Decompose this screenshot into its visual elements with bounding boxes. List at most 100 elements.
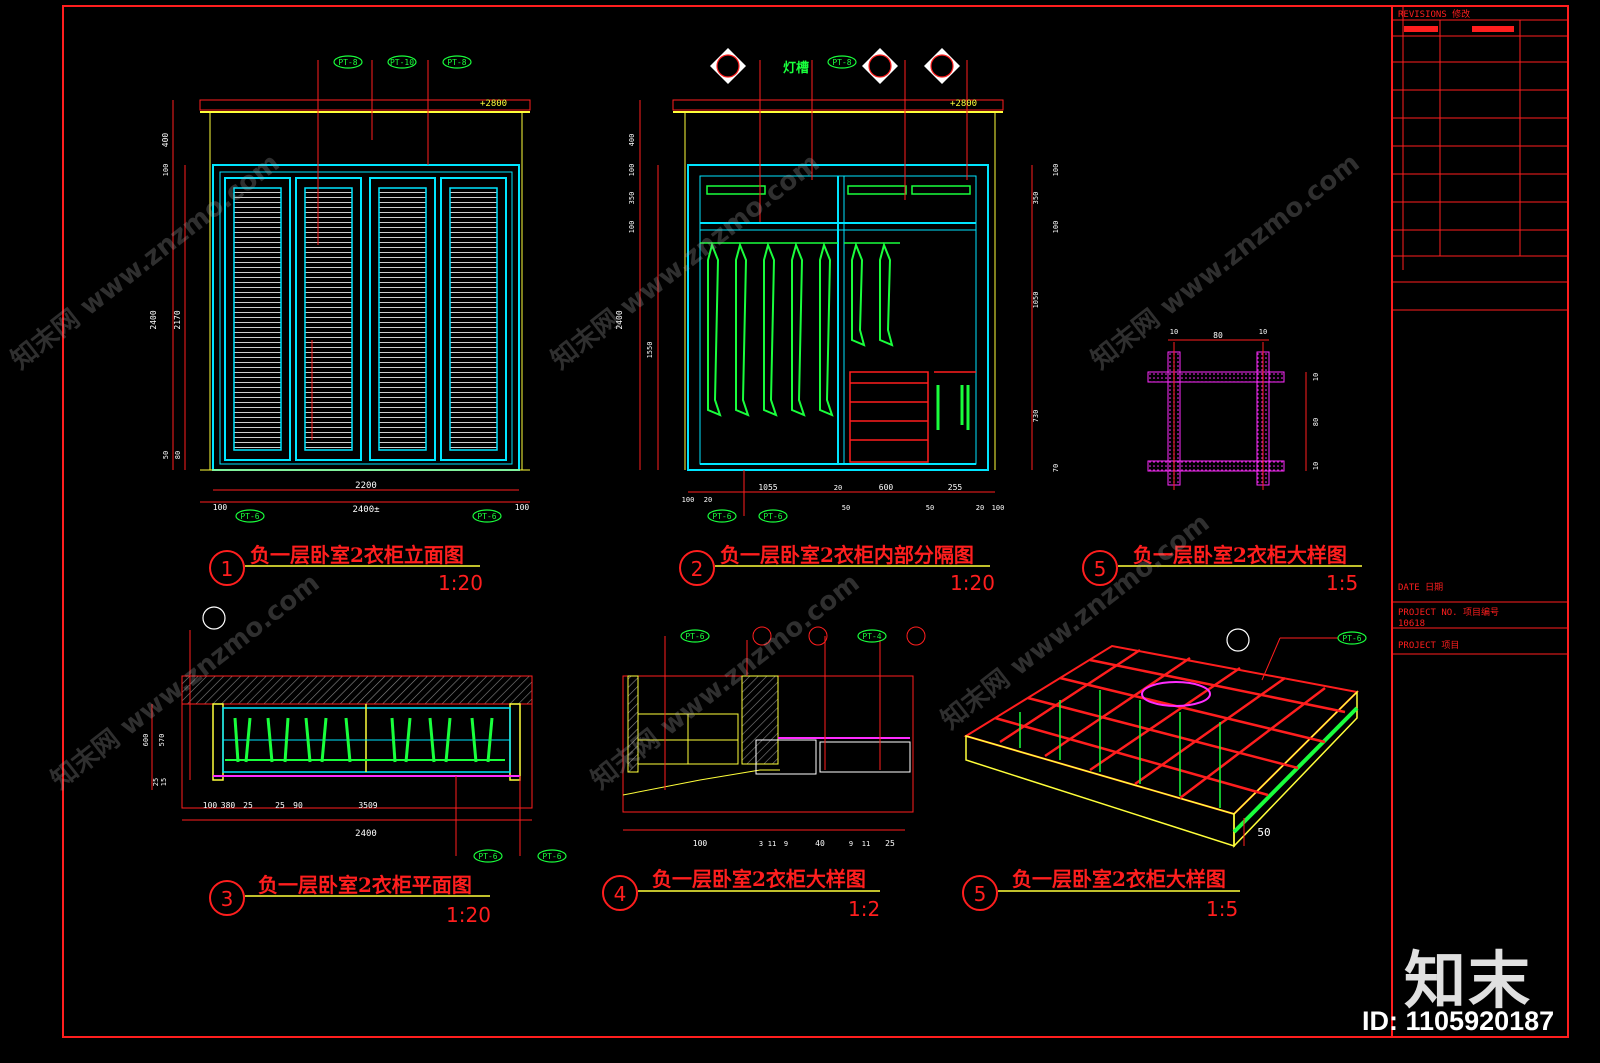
- tag: PT-6: [537, 849, 567, 863]
- view-title-5b: 5 负一层卧室2衣柜大样图 1:5: [962, 867, 1240, 921]
- date-label: DATE 日期: [1398, 582, 1443, 593]
- level-mark: +2800: [480, 99, 507, 109]
- dim-label: 100: [992, 504, 1005, 512]
- dim-label: 3509: [358, 801, 377, 810]
- view-scale: 1:20: [950, 571, 995, 595]
- watermark-text: 知末网 www.znzmo.com: [546, 148, 826, 376]
- door-panel: [369, 177, 436, 461]
- dim-label: 1055: [758, 483, 777, 492]
- dim-label: 570: [158, 734, 166, 747]
- tag-label: PT-10: [390, 58, 414, 67]
- dim-label: 9: [849, 840, 853, 848]
- dim-label: 100: [628, 164, 636, 177]
- hanging-garments: [707, 241, 894, 417]
- tag-label: PT-6: [763, 512, 782, 521]
- dim-label: 15: [160, 778, 168, 786]
- view-plan: 100 380 25 25 90 3509 2400 600 570 25 15…: [142, 606, 567, 863]
- dim-label: 100: [213, 503, 228, 512]
- revisions-label: REVISIONS 修改: [1398, 8, 1470, 20]
- dim-label: 100: [515, 503, 530, 512]
- dim-label: 11: [862, 840, 870, 848]
- plan-hangers: [233, 717, 494, 763]
- view-scale: 1:20: [438, 571, 483, 595]
- view-number: 3: [221, 887, 234, 911]
- dim-label: 600: [879, 483, 894, 492]
- dim-label: 400: [628, 134, 636, 147]
- dim-label: 1550: [646, 342, 654, 359]
- tag: PT-6: [1337, 631, 1367, 645]
- dim-label: 10: [1170, 328, 1178, 336]
- tag: PT-10: [387, 55, 417, 69]
- dim-label: 730: [1032, 410, 1040, 423]
- tag: PT-8: [827, 55, 857, 69]
- dim-label: 100: [1052, 221, 1060, 234]
- dim-label: 2400: [615, 310, 624, 329]
- dim-label: 2400: [149, 310, 158, 329]
- view-scale: 1:2: [848, 897, 880, 921]
- green-partitions: [1019, 690, 1221, 808]
- dim-label: 100: [693, 839, 708, 848]
- view-detail-5b: PT-6 50: [963, 628, 1367, 848]
- dim-label: 1050: [1032, 292, 1040, 309]
- dim-label: 100: [162, 164, 170, 177]
- section-marker: [710, 48, 746, 84]
- title-block: REVISIONS 修改 DATE 日期 PROJECT NO. 项目编号 10…: [1391, 6, 1568, 1037]
- view-detail-4: PT-6 PT-4 100 3 11 9 40 9 11 25: [622, 626, 926, 848]
- watermark-text: 知末网 www.znzmo.com: [1086, 148, 1366, 376]
- tag-label: PT-6: [542, 852, 561, 861]
- dim-label: 40: [815, 839, 825, 848]
- tag: PT-6: [680, 629, 710, 643]
- dim-label: 2170: [173, 310, 182, 329]
- dim-label: 350: [1032, 192, 1040, 205]
- view-title: 负一层卧室2衣柜大样图: [1012, 867, 1226, 891]
- view-elevation: +2800 PT-8 PT-10 PT-8 PT-6 PT-6 2200 240…: [149, 55, 531, 523]
- section-marker: [924, 48, 960, 84]
- dim-label: 11: [768, 840, 776, 848]
- tag: PT-8: [442, 55, 472, 69]
- view-title: 负一层卧室2衣柜平面图: [258, 873, 472, 897]
- view-title-4: 4 负一层卧室2衣柜大样图 1:2: [602, 867, 880, 921]
- project-label: PROJECT 项目: [1398, 640, 1459, 651]
- dim-label: 600: [142, 734, 150, 747]
- dim-label: 25: [275, 801, 285, 810]
- door-panel: [440, 177, 507, 461]
- view-detail-5a: 10 80 10 10 80 10: [1147, 328, 1320, 490]
- brand-logo: 知末: [1404, 944, 1533, 1017]
- dim-label: 100: [1052, 164, 1060, 177]
- sheet-border: [62, 5, 1569, 1038]
- drawer-stack: [849, 371, 929, 463]
- tag-label: PT-4: [862, 632, 881, 641]
- view-scale: 1:5: [1206, 897, 1238, 921]
- view-scale: 1:20: [446, 903, 491, 927]
- tag-label: PT-6: [685, 632, 704, 641]
- dim-label: 50: [842, 504, 850, 512]
- view-title: 负一层卧室2衣柜内部分隔图: [720, 543, 974, 567]
- view-title: 负一层卧室2衣柜大样图: [652, 867, 866, 891]
- tag: PT-6: [472, 509, 502, 523]
- dim-label: 50: [926, 504, 934, 512]
- dim-label: 80: [1213, 331, 1223, 340]
- dim-label: 255: [948, 483, 963, 492]
- view-number: 5: [1094, 557, 1107, 581]
- dim-label: 50: [162, 451, 170, 459]
- view-number: 4: [614, 882, 627, 906]
- view-title-5a: 5 负一层卧室2衣柜大样图 1:5: [1082, 543, 1362, 595]
- dim-label: 10: [1312, 462, 1320, 470]
- view-title: 负一层卧室2衣柜大样图: [1133, 543, 1347, 567]
- dim-label: 80: [1312, 418, 1320, 426]
- dim-label: 2400: [355, 829, 377, 839]
- dim-label: 70: [1052, 464, 1060, 472]
- dim-label: 400: [161, 133, 170, 148]
- dim-label: 20: [834, 484, 842, 492]
- tag: PT-6: [707, 509, 737, 523]
- tag: PT-4: [857, 629, 887, 643]
- door-panel: [224, 177, 291, 461]
- dim-label: 25: [243, 801, 253, 810]
- tag-label: PT-8: [447, 58, 466, 67]
- dim-label: 80: [174, 451, 182, 459]
- view-title: 负一层卧室2衣柜立面图: [250, 543, 464, 567]
- tag-label: PT-8: [832, 58, 851, 67]
- grid-ribs: [994, 648, 1346, 799]
- image-id-label: ID: 1105920187: [1362, 1006, 1555, 1036]
